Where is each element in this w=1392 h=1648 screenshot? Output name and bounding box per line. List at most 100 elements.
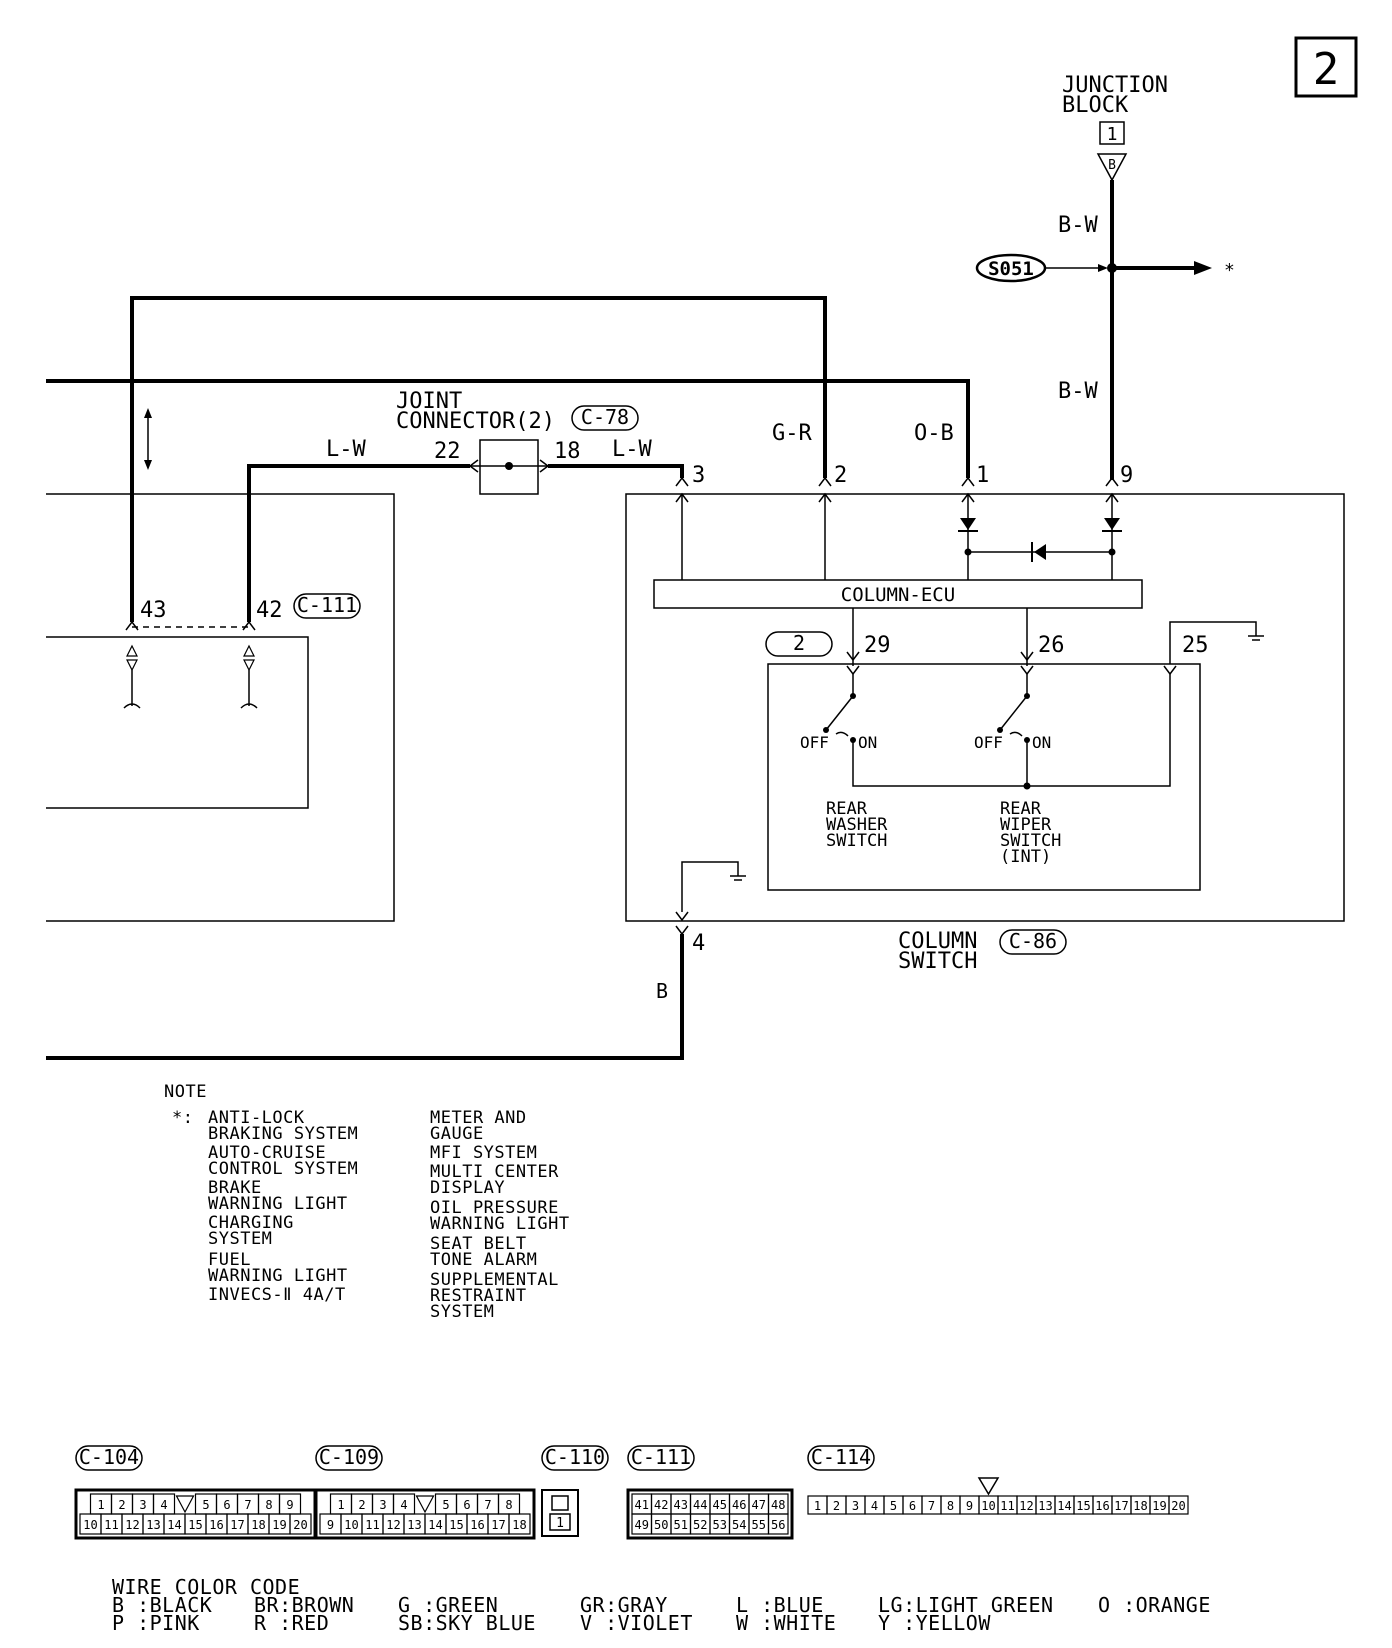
connector-pin: 51 (674, 1518, 688, 1532)
junction-block-label-2: BLOCK (1062, 93, 1129, 118)
column-switch-title-2: SWITCH (898, 949, 977, 974)
junction-connector-number: 1 (1107, 124, 1118, 145)
connector-pin: 17 (1114, 1499, 1128, 1513)
connector-pin-cell (767, 1513, 789, 1535)
pin-4: 4 (692, 931, 705, 956)
pin-25: 25 (1182, 633, 1209, 658)
note-col1-1: AUTO-CRUISE CONTROL SYSTEM (208, 1143, 359, 1179)
connector-latch (415, 1495, 435, 1514)
connector-pin: 42 (654, 1498, 668, 1512)
wcc-y: Y :YELLOW (878, 1611, 991, 1635)
junction-connector-box (1099, 121, 1125, 145)
connector-pin: 2 (358, 1498, 365, 1512)
pin-1: 1 (976, 463, 989, 488)
switch-module-box (767, 663, 1201, 891)
column-switch-box (625, 493, 1345, 922)
c111-code-box (293, 593, 361, 619)
wcc-g: G :GREEN (398, 1593, 499, 1617)
wiper-on: ON (1032, 733, 1051, 752)
column-ecu-label: COLUMN-ECU (841, 584, 955, 606)
wire-bw-upper: B-W (1058, 213, 1098, 238)
connector-pin: 49 (635, 1518, 649, 1532)
page-number-box (1294, 36, 1358, 98)
pin-9: 9 (1120, 463, 1133, 488)
note-col2-2: MULTI CENTER DISPLAY (430, 1162, 559, 1198)
pin-3: 3 (692, 463, 705, 488)
joint-connector-label-1: JOINT (396, 389, 462, 414)
connector-pin: 20 (293, 1518, 307, 1532)
column-switch-code: C-86 (1009, 929, 1057, 953)
note-star: *: (172, 1108, 194, 1128)
connector-pin: 7 (244, 1498, 251, 1512)
connector-pin: 5 (202, 1498, 209, 1512)
connector-pin: 3 (852, 1499, 859, 1513)
connector-pin: 17 (230, 1518, 244, 1532)
connector-pin: 46 (732, 1498, 746, 1512)
connector-code-box (627, 1445, 695, 1471)
splice-id: S051 (988, 258, 1034, 280)
connector-pin: 11 (104, 1518, 118, 1532)
page-number: 2 (1313, 44, 1340, 95)
wcc-w: W :WHITE (736, 1611, 837, 1635)
wire-lw-right: L-W (612, 437, 652, 462)
connector-pin: 10 (981, 1499, 995, 1513)
connector-pin: 8 (505, 1498, 512, 1512)
connector-pin: 15 (449, 1518, 463, 1532)
connector-pin: 5 (890, 1499, 897, 1513)
connector-pin-cell (289, 1513, 312, 1535)
connector-pin: 10 (83, 1518, 97, 1532)
wiper-label-3: SWITCH (1000, 831, 1061, 851)
washer-label-2: WASHER (826, 815, 888, 835)
junction-block-label-1: JUNCTION (1062, 73, 1168, 98)
connector-pin: 1 (97, 1498, 104, 1512)
connector-pin: 6 (223, 1498, 230, 1512)
connector-pin: 54 (732, 1518, 746, 1532)
connector-pin: 53 (713, 1518, 727, 1532)
connector-pin: 41 (635, 1498, 649, 1512)
connector-pin: 14 (1057, 1499, 1071, 1513)
wire-lw-left: L-W (326, 437, 366, 462)
connector-pin: 1 (556, 1516, 564, 1531)
connector-pin: 52 (693, 1518, 707, 1532)
connector-latch (977, 1477, 1000, 1496)
wcc-r: R :RED (254, 1611, 330, 1635)
sub-ref-box (765, 631, 833, 657)
connector-shell (314, 1488, 536, 1540)
connector-pin: 15 (188, 1518, 202, 1532)
connector-pin: 19 (1152, 1499, 1166, 1513)
joint-connector-box (479, 439, 539, 495)
connector-pin: 13 (1038, 1499, 1052, 1513)
connector-pin-cell (1168, 1495, 1189, 1515)
joint-connector-code-box (571, 405, 639, 431)
wcc-sb: SB:SKY BLUE (398, 1611, 536, 1635)
wire-ob: O-B (914, 421, 954, 446)
connector-pin: 18 (1133, 1499, 1147, 1513)
wire-gr: G-R (772, 421, 812, 446)
wiper-off: OFF (974, 733, 1003, 752)
connector-code-box (541, 1445, 609, 1471)
connector-pin: 50 (654, 1518, 668, 1532)
wcc-v: V :VIOLET (580, 1611, 693, 1635)
connector-code: C-109 (319, 1445, 379, 1469)
junction-terminal-triangle (1096, 153, 1128, 182)
sub-ref: 2 (793, 631, 805, 655)
wcc-o: O :ORANGE (1098, 1593, 1211, 1617)
connector-pin: 12 (386, 1518, 400, 1532)
pin-29: 29 (864, 633, 891, 658)
note-title: NOTE (164, 1082, 207, 1102)
wcc-br: BR:BROWN (254, 1593, 355, 1617)
c111-pin42: 42 (256, 598, 283, 623)
wiper-label-4: (INT) (1000, 847, 1051, 867)
connector-pin: 6 (909, 1499, 916, 1513)
connector-pin: 1 (337, 1498, 344, 1512)
joint-pin-right: 18 (554, 439, 581, 464)
connector-pin: 9 (286, 1498, 293, 1512)
connector-pin: 2 (833, 1499, 840, 1513)
note-col1-0: ANTI-LOCK BRAKING SYSTEM (208, 1108, 359, 1144)
connector-pin: 16 (209, 1518, 223, 1532)
connector-pin: 11 (365, 1518, 379, 1532)
connector-pin: 20 (1171, 1499, 1185, 1513)
column-ecu-box (653, 579, 1143, 609)
wcc-lg: LG:LIGHT GREEN (878, 1593, 1054, 1617)
